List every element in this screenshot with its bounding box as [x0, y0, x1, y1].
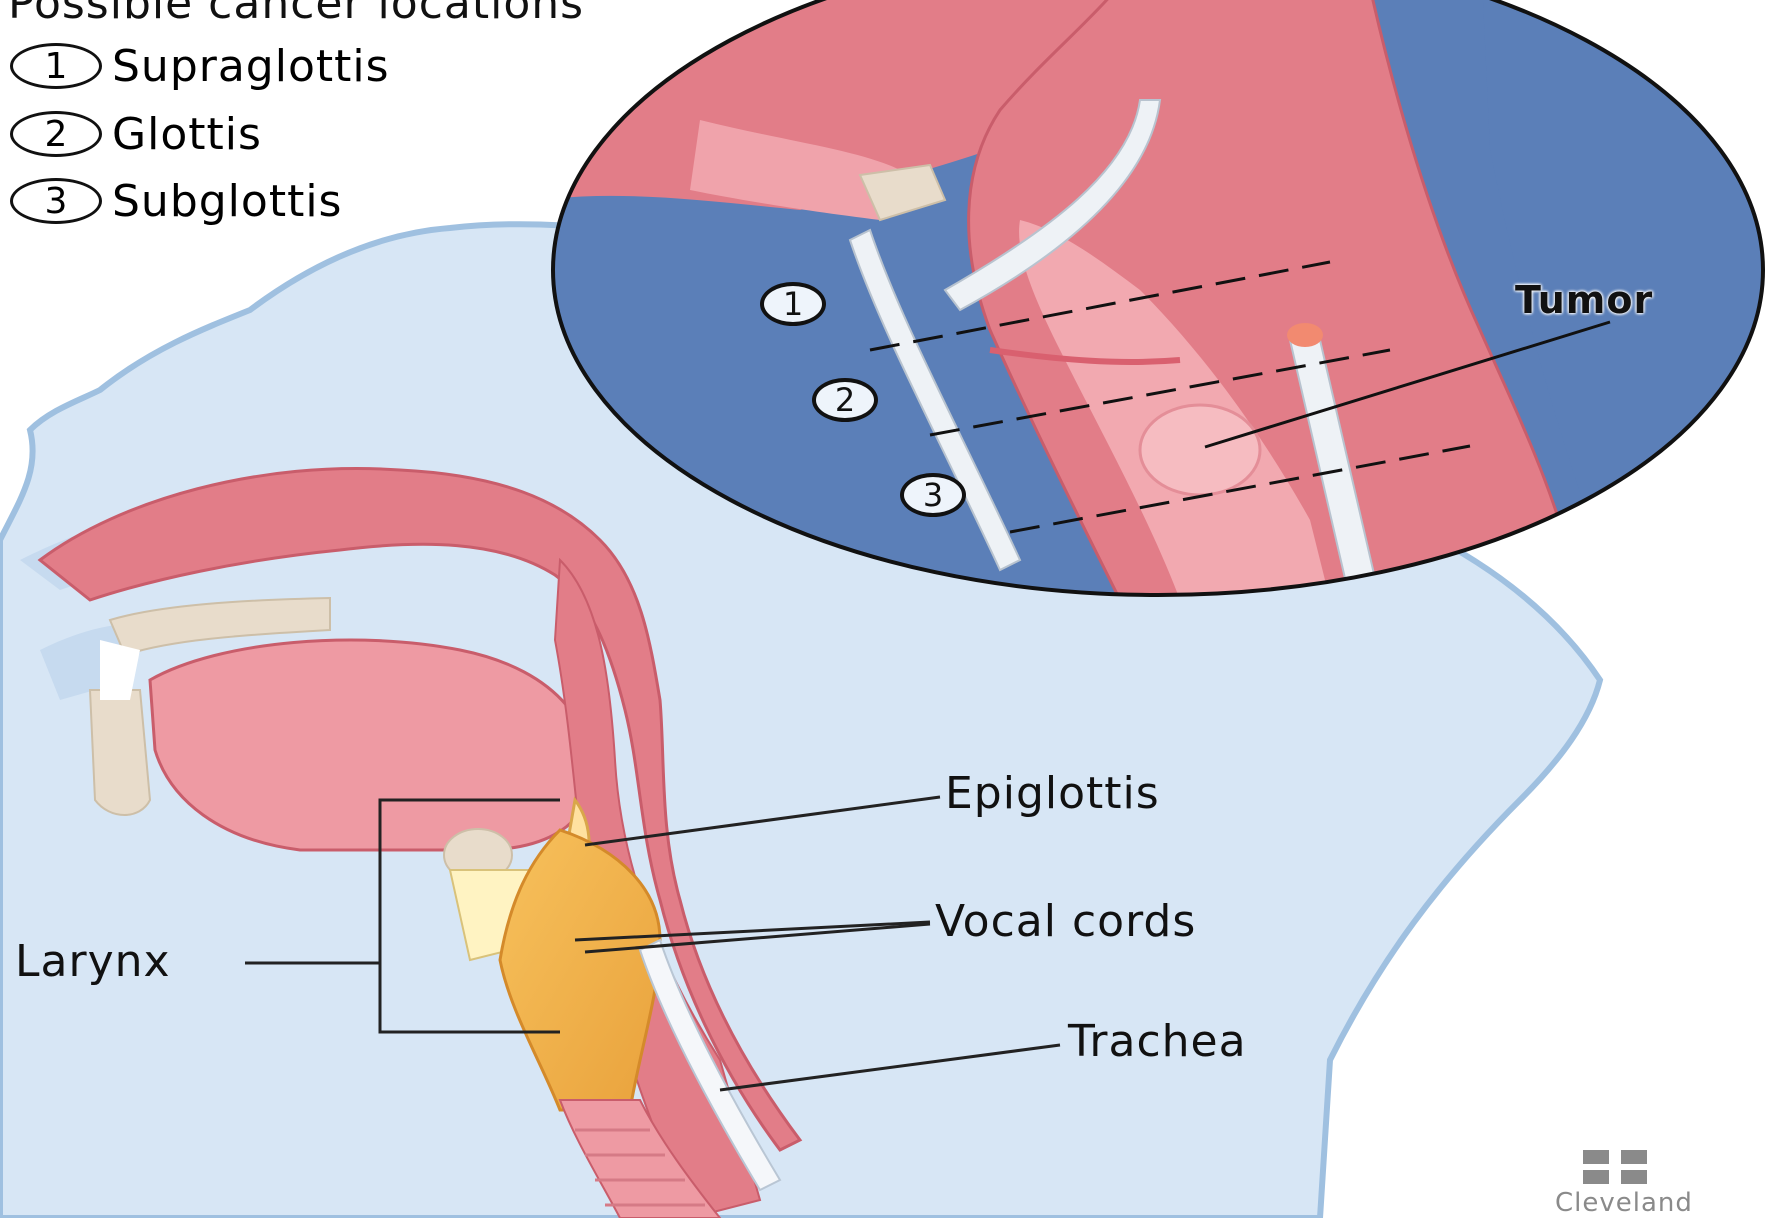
trachea-label: Trachea: [1068, 1016, 1247, 1067]
legend-item-subglottis: 3 Subglottis: [10, 175, 342, 227]
vocal-cords-label: Vocal cords: [935, 896, 1196, 947]
legend-number-badge: 3: [10, 178, 102, 224]
inset-marker-2: 2: [812, 378, 878, 422]
legend-item-supraglottis: 1 Supraglottis: [10, 40, 390, 92]
epiglottis-label: Epiglottis: [945, 768, 1160, 819]
legend-number-badge: 1: [10, 43, 102, 89]
legend-label: Subglottis: [112, 176, 342, 227]
legend-label: Glottis: [112, 109, 262, 160]
legend-item-glottis: 2 Glottis: [10, 108, 262, 160]
legend-number-badge: 2: [10, 111, 102, 157]
cleveland-logo-mark: [1583, 1150, 1647, 1184]
inset-marker-1: 1: [760, 282, 826, 326]
tumor: [1140, 405, 1260, 495]
logo-text: Cleveland: [1555, 1188, 1675, 1218]
legend-label: Supraglottis: [112, 41, 390, 92]
inset-marker-3: 3: [900, 473, 966, 517]
cleveland-logo: Cleveland: [1555, 1150, 1675, 1218]
legend-title: Possible cancer locations: [8, 0, 584, 29]
tumor-label: Tumor: [1515, 278, 1653, 322]
tongue: [150, 640, 591, 850]
larynx-label: Larynx: [15, 936, 171, 987]
